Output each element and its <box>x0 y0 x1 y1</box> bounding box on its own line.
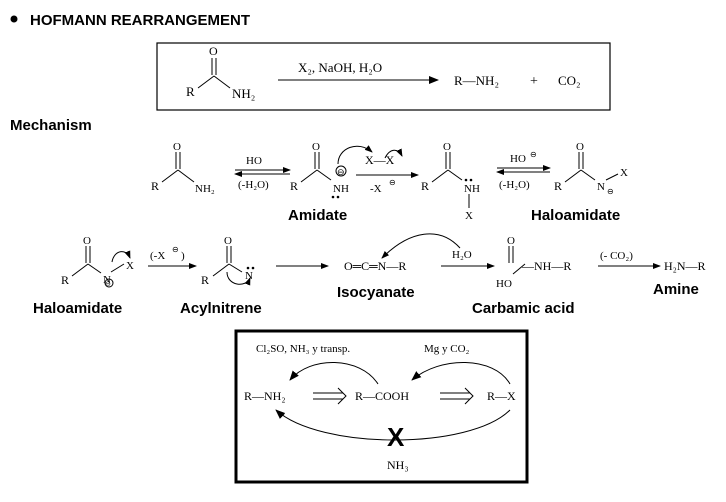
overall-o: O <box>209 44 218 58</box>
row2-carbamic-acid <box>508 246 526 275</box>
row1-amide <box>161 152 195 183</box>
row2-acylnitrene-n: N <box>245 270 253 282</box>
overall-amide <box>197 58 231 89</box>
row1-amidate-o: O <box>312 141 320 153</box>
halogen-curved-arrow <box>384 148 403 159</box>
row2-carbamic-nhr: —NH—R <box>521 259 571 273</box>
step4-close-paren: ) <box>181 250 185 262</box>
blocked-x-mark: X <box>387 422 405 452</box>
step4-charge: ⊖ <box>172 245 179 254</box>
row2-acylnitrene <box>212 246 251 286</box>
row1-haloamidate-n: N <box>597 181 605 193</box>
step7-label: (- CO₂) <box>600 250 633 262</box>
step6-label: H₂O <box>452 249 472 261</box>
step3-charge: ⊖ <box>530 150 537 159</box>
row2-haloamidate-o: O <box>83 235 91 247</box>
overall-product-co2: CO₂ <box>558 73 581 88</box>
label-acylnitrene: Acylnitrene <box>180 300 262 317</box>
lone-pair-dot <box>469 178 473 182</box>
row2-acylnitrene-r: R <box>201 273 209 287</box>
label-isocyanate: Isocyanate <box>337 284 415 301</box>
row1-haloamidate <box>564 152 619 183</box>
overall-plus: + <box>530 74 538 89</box>
lone-pair-dot <box>331 195 335 199</box>
row1-haloamide-o: O <box>443 141 451 153</box>
bullet-dot <box>10 15 18 23</box>
summary-middle-species: R—COOH <box>355 389 409 403</box>
page-title: HOFMANN REARRANGEMENT <box>30 12 250 29</box>
halide-to-amine-blocked-arrow <box>275 409 511 441</box>
summary-label-right: Mg y CO₂ <box>424 343 470 355</box>
row2-haloamidate-n: N <box>103 274 111 286</box>
summary-box <box>234 329 529 484</box>
row1-haloamide-r: R <box>421 179 429 193</box>
summary-right-species: R—X <box>487 389 516 403</box>
overall-r: R <box>186 84 195 99</box>
step3-label-top: HO <box>510 153 526 165</box>
lone-pair-dot <box>464 178 468 182</box>
label-amine: Amine <box>653 281 699 298</box>
lone-pair-dot <box>336 195 340 199</box>
row1-amidate-r: R <box>290 179 298 193</box>
row1-haloamidate-r: R <box>554 179 562 193</box>
step2-charge: ⊖ <box>389 178 396 187</box>
retro-arrow-1 <box>313 387 347 405</box>
row1-amidate-charge: ⊖ <box>337 167 345 177</box>
row2-carbamic-ho: HO <box>496 278 512 290</box>
row1-haloamide-x: X <box>465 210 473 222</box>
step3-label-bottom: (-H₂O) <box>499 179 530 191</box>
acid-to-amine-arrow <box>289 362 379 385</box>
step4-label: (-X <box>150 250 165 262</box>
row1-n-haloamide <box>431 152 470 208</box>
row2-haloamidate-r: R <box>61 273 69 287</box>
step2-halide-loss: -X <box>370 183 382 195</box>
overall-reaction-box <box>156 42 611 111</box>
overall-nh2: NH₂ <box>232 86 255 101</box>
overall-reagents: X₂, NaOH, H₂O <box>298 60 382 75</box>
label-carbamic-acid: Carbamic acid <box>472 300 575 317</box>
halide-to-acid-arrow <box>411 362 511 385</box>
row2-haloamidate <box>71 246 131 288</box>
row2-acylnitrene-o: O <box>224 235 232 247</box>
row2-isocyanate: O═C═N—R <box>344 259 406 273</box>
mechanism-label: Mechanism <box>10 117 92 134</box>
row1-amidate-nh: NH <box>333 183 349 195</box>
row1-amidate <box>300 145 373 183</box>
row2-haloamidate-x: X <box>126 260 134 272</box>
step1-label-top: HO <box>246 155 262 167</box>
summary-left-species: R—NH₂ <box>244 389 286 403</box>
row2-carbamic-o: O <box>507 235 515 247</box>
lone-pair-dot <box>246 266 250 270</box>
overall-product-amine: R—NH₂ <box>454 73 499 88</box>
summary-bottom-reagent: NH₃ <box>387 458 409 472</box>
row1-haloamidate-x: X <box>620 167 628 179</box>
step2-halogen: X—X <box>365 153 395 167</box>
lone-pair-dot <box>251 266 255 270</box>
row1-haloamidate-o: O <box>576 141 584 153</box>
row1-haloamidate-charge: ⊖ <box>607 187 614 196</box>
row2-haloamidate-charge: ⊖ <box>105 280 111 288</box>
row1-amide-nh2: NH₂ <box>195 183 215 195</box>
step1-label-bottom: (-H₂O) <box>238 179 269 191</box>
row2-amine: H₂N—R <box>664 259 706 273</box>
label-amidate: Amidate <box>288 207 347 224</box>
label-haloamidate-1: Haloamidate <box>531 207 620 224</box>
water-attack-arrow <box>381 233 461 259</box>
row1-amide-r: R <box>151 179 159 193</box>
retro-arrow-2 <box>440 387 474 405</box>
summary-label-left: Cl₂SO, NH₃ y transp. <box>256 343 350 355</box>
label-haloamidate-2: Haloamidate <box>33 300 122 317</box>
row1-amide-o: O <box>173 141 181 153</box>
row1-haloamide-nh: NH <box>464 183 480 195</box>
